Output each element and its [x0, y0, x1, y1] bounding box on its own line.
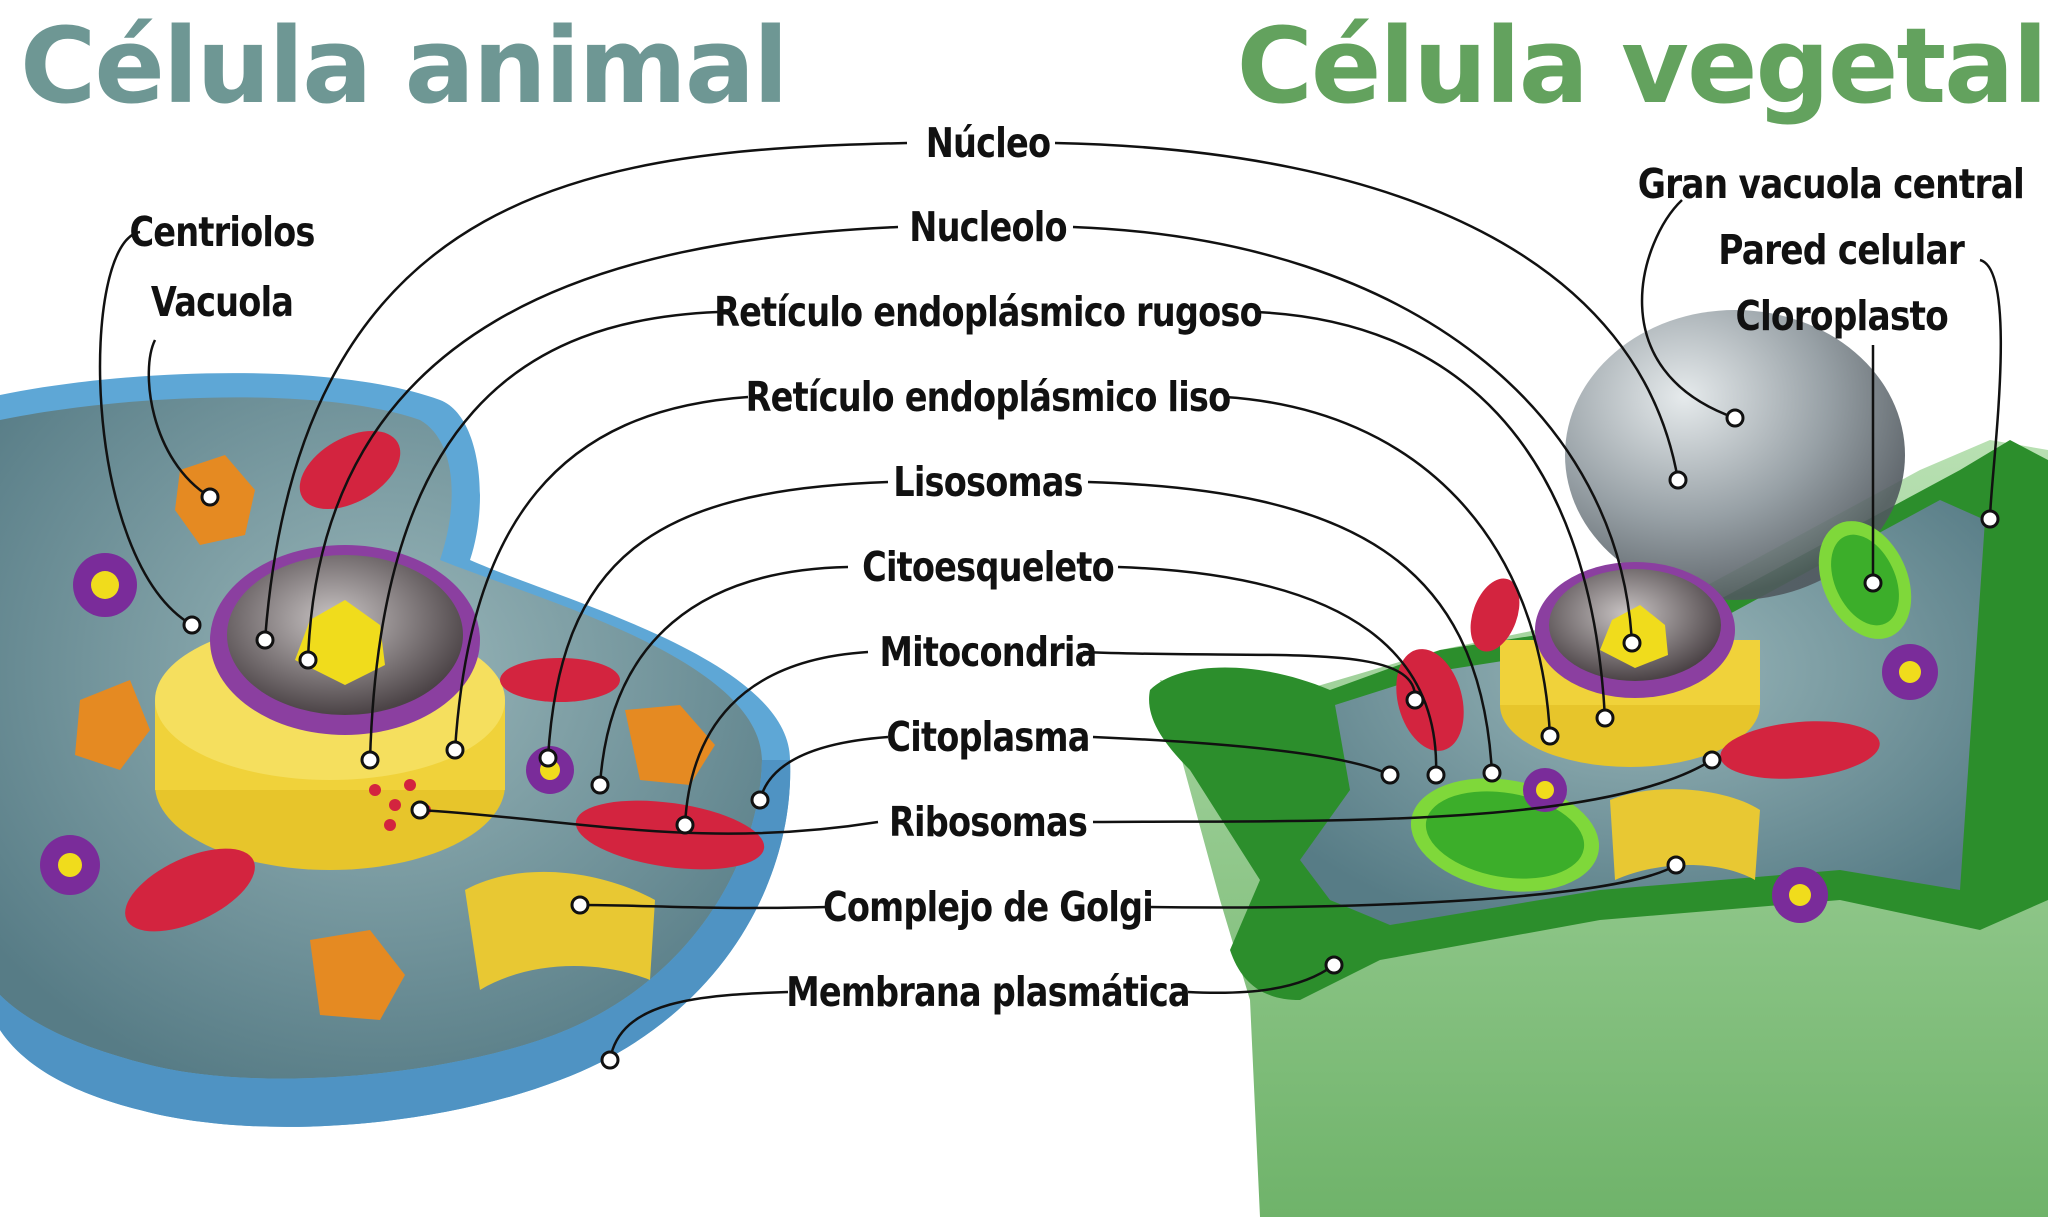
label-cloroplasto: Cloroplasto — [1735, 292, 1949, 340]
pointer-dots — [182, 408, 2000, 1070]
animal-cell — [0, 373, 791, 1127]
animal-membrane-rim — [0, 760, 791, 1127]
animal-nucleolus — [295, 600, 385, 685]
label-membrana: Membrana plasmática — [786, 968, 1190, 1016]
label-centriolos: Centriolos — [129, 208, 315, 256]
label-reticulo-rugoso: Retículo endoplásmico rugoso — [714, 288, 1263, 336]
animal-cell-title: Célula animal — [20, 5, 789, 127]
label-nucleo: Núcleo — [925, 119, 1051, 167]
label-ribosomas: Ribosomas — [888, 798, 1088, 846]
leader-lines — [98, 141, 2003, 1061]
label-citoplasma: Citoplasma — [886, 713, 1090, 761]
animal-mitochondrion — [299, 430, 401, 510]
plant-golgi — [1610, 789, 1760, 880]
label-golgi: Complejo de Golgi — [823, 883, 1154, 931]
label-nucleolo: Nucleolo — [909, 203, 1067, 251]
label-citoesqueleto: Citoesqueleto — [862, 543, 1115, 591]
animal-golgi — [465, 871, 655, 990]
plant-central-vacuole — [1565, 310, 1905, 600]
label-reticulo-liso: Retículo endoplásmico liso — [745, 373, 1232, 421]
label-mitocondria: Mitocondria — [879, 628, 1098, 676]
plant-cell-title: Célula vegetal — [1236, 5, 2048, 127]
label-vacuola: Vacuola — [150, 278, 294, 326]
plant-cell — [1149, 310, 2048, 1217]
label-lisosomas: Lisosomas — [893, 458, 1083, 506]
label-gran-vacuola: Gran vacuola central — [1637, 160, 2025, 208]
label-pared-celular: Pared celular — [1718, 226, 1965, 274]
